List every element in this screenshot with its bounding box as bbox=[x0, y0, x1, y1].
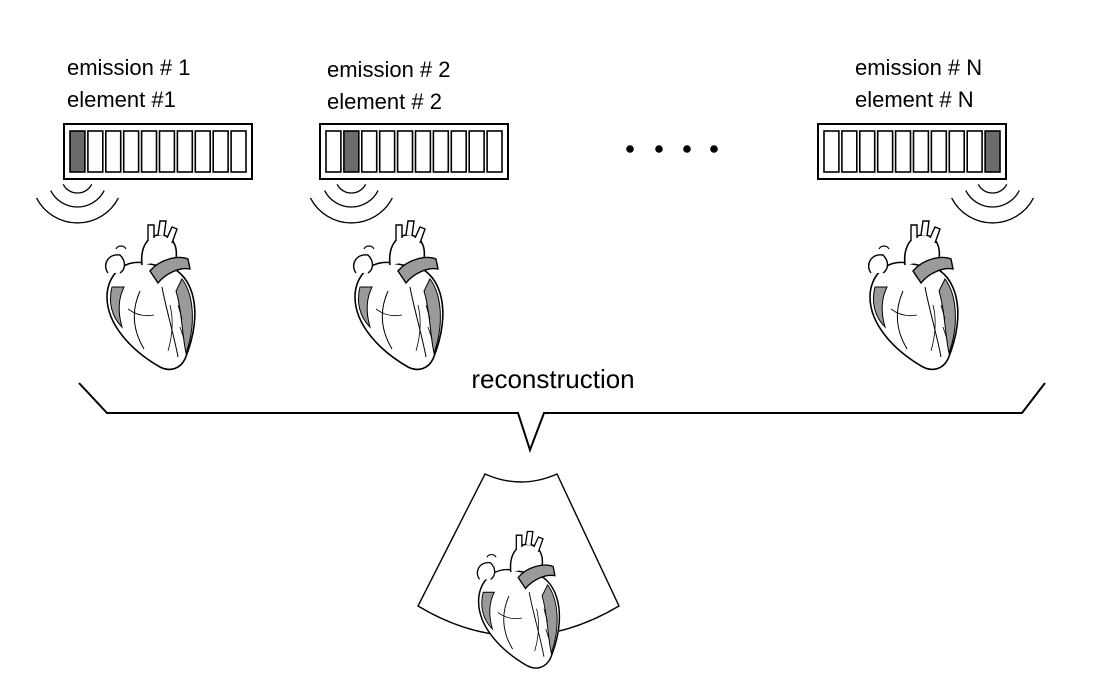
array-element bbox=[158, 130, 176, 173]
array-element bbox=[930, 130, 948, 173]
array-element bbox=[948, 130, 965, 173]
array-element bbox=[450, 130, 467, 173]
transducer-array-icon bbox=[817, 123, 1007, 180]
wave-arcs-icon bbox=[35, 183, 119, 224]
array-element bbox=[414, 130, 432, 173]
array-element bbox=[858, 130, 876, 173]
array-element bbox=[212, 130, 229, 173]
active-array-element bbox=[984, 130, 1001, 173]
array-element bbox=[176, 130, 194, 173]
array-element bbox=[841, 130, 858, 173]
array-element bbox=[360, 130, 378, 173]
transducer-array-icon bbox=[319, 123, 509, 180]
heart-icon bbox=[104, 220, 196, 371]
array-element bbox=[194, 130, 212, 173]
transducer-array-icon bbox=[63, 123, 253, 180]
panel-2-element-label: element # 2 bbox=[327, 89, 442, 114]
active-array-element bbox=[69, 130, 86, 173]
array-element bbox=[122, 130, 140, 173]
panel-1-emission-label: emission # 1 bbox=[67, 55, 191, 80]
panel-1-element-label: element #1 bbox=[67, 87, 176, 112]
array-element bbox=[432, 130, 450, 173]
array-element bbox=[396, 130, 414, 173]
panel-2-emission-label: emission # 2 bbox=[327, 57, 451, 82]
reconstruction-label: reconstruction bbox=[471, 364, 635, 394]
array-element bbox=[468, 130, 485, 173]
curly-brace-icon bbox=[78, 382, 1046, 454]
array-element bbox=[966, 130, 983, 173]
array-element bbox=[912, 130, 930, 173]
array-element bbox=[894, 130, 912, 173]
array-element bbox=[87, 130, 104, 173]
array-element bbox=[486, 130, 503, 173]
array-element bbox=[140, 130, 158, 173]
array-element bbox=[876, 130, 894, 173]
heart-icon bbox=[352, 220, 444, 371]
heart-icon bbox=[867, 220, 959, 371]
active-array-element bbox=[343, 130, 360, 173]
wave-arcs-icon bbox=[309, 183, 393, 224]
array-element bbox=[105, 130, 122, 173]
panel-n-emission-label: emission # N bbox=[855, 55, 983, 80]
array-element bbox=[378, 130, 396, 173]
array-element bbox=[823, 130, 840, 173]
panel-n-element-label: element # N bbox=[855, 87, 974, 112]
array-element bbox=[230, 130, 247, 173]
ellipsis-icon bbox=[626, 145, 718, 153]
array-element bbox=[325, 130, 342, 173]
wave-arcs-icon bbox=[951, 183, 1035, 224]
